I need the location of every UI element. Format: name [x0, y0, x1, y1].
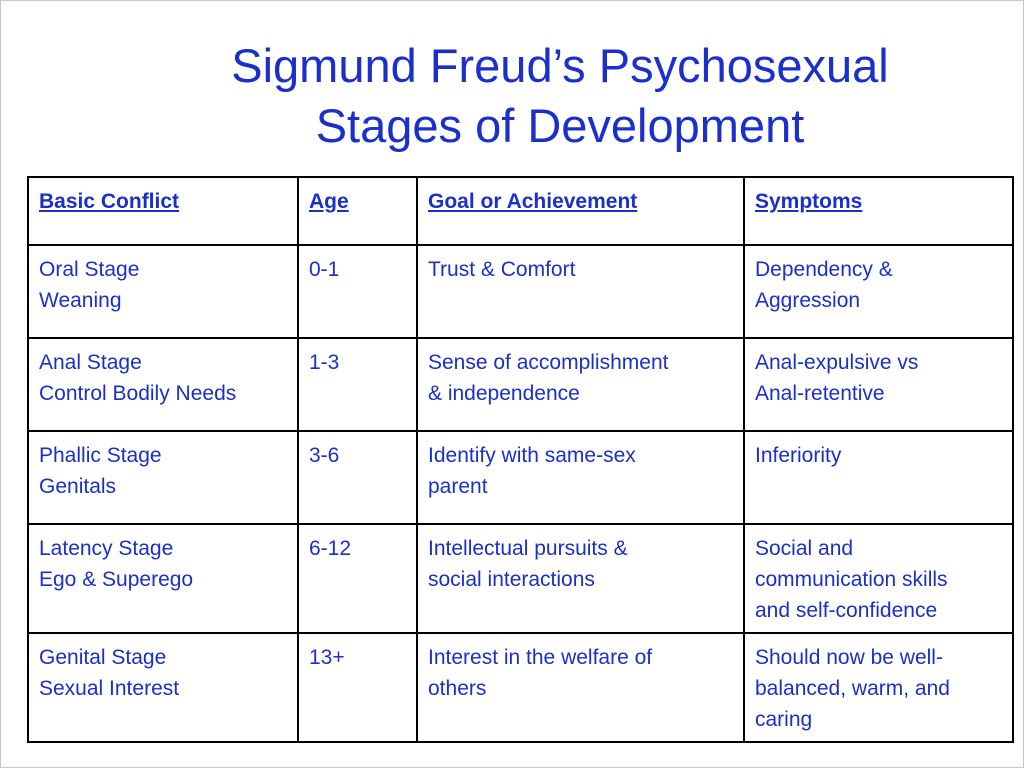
page-title: Sigmund Freud’s Psychosexual Stages of D…	[140, 36, 980, 156]
title-line-2: Stages of Development	[315, 99, 805, 152]
cell-symptoms-line: balanced, warm, and	[755, 677, 950, 700]
cell-symptoms: Should now be well-balanced, warm, and ca…	[743, 632, 1014, 743]
cell-goal-line: Identify with same-sex	[428, 444, 636, 467]
cell-age: 0-1	[297, 244, 418, 339]
table-header-row: Basic Conflict Age Goal or Achievement S…	[27, 176, 1014, 246]
cell-goal: Interest in the welfare of others	[416, 632, 745, 743]
cell-age: 13+	[297, 632, 418, 743]
cell-basic-conflict-line: Oral Stage	[39, 258, 140, 281]
cell-goal-line: others	[428, 677, 487, 700]
cell-goal-line: parent	[428, 475, 488, 498]
cell-symptoms-line: Anal-retentive	[755, 382, 885, 405]
header-symptoms: Symptoms	[743, 176, 1014, 246]
cell-basic-conflict-line: Weaning	[39, 289, 122, 312]
cell-basic-conflict-line: Genital Stage	[39, 646, 167, 669]
title-line-1: Sigmund Freud’s Psychosexual	[231, 39, 889, 92]
cell-goal-line: Trust & Comfort	[428, 258, 576, 281]
cell-goal-line: Interest in the welfare of	[428, 646, 653, 669]
cell-basic-conflict-line: Control Bodily Needs	[39, 382, 237, 405]
cell-symptoms: Dependency & Aggression	[743, 244, 1014, 339]
cell-basic-conflict-line: Anal Stage	[39, 351, 142, 374]
cell-goal-line: Intellectual pursuits &	[428, 537, 628, 560]
stages-table: Basic Conflict Age Goal or Achievement S…	[27, 176, 1014, 743]
cell-symptoms-line: Social and	[755, 537, 854, 560]
cell-age: 3-6	[297, 430, 418, 525]
header-goal: Goal or Achievement	[416, 176, 745, 246]
cell-symptoms-line: caring	[755, 708, 813, 731]
cell-basic-conflict-line: Phallic Stage	[39, 444, 162, 467]
cell-goal: Sense of accomplishment & independence	[416, 337, 745, 432]
cell-goal: Intellectual pursuits & social interactio…	[416, 523, 745, 634]
cell-basic-conflict-line: Sexual Interest	[39, 677, 180, 700]
header-age: Age	[297, 176, 418, 246]
cell-basic-conflict-line: Ego & Superego	[39, 568, 194, 591]
cell-symptoms-line: Anal-expulsive vs	[755, 351, 919, 374]
cell-symptoms-line: Should now be well-	[755, 646, 943, 669]
cell-symptoms-line: Aggression	[755, 289, 861, 312]
cell-symptoms-line: communication skills	[755, 568, 948, 591]
cell-goal-line: social interactions	[428, 568, 595, 591]
cell-symptoms: Inferiority	[743, 430, 1014, 525]
cell-goal: Trust & Comfort	[416, 244, 745, 339]
cell-goal: Identify with same-sex parent	[416, 430, 745, 525]
cell-basic-conflict-line: Latency Stage	[39, 537, 174, 560]
header-basic-conflict: Basic Conflict	[27, 176, 299, 246]
cell-symptoms: Social and communication skills and self-c…	[743, 523, 1014, 634]
cell-symptoms: Anal-expulsive vs Anal-retentive	[743, 337, 1014, 432]
cell-goal-line: Sense of accomplishment	[428, 351, 669, 374]
cell-goal-line: & independence	[428, 382, 580, 405]
cell-age: 1-3	[297, 337, 418, 432]
cell-basic-conflict-line: Genitals	[39, 475, 117, 498]
cell-symptoms-line: Inferiority	[755, 444, 842, 467]
cell-symptoms-line: and self-confidence	[755, 599, 938, 622]
cell-age: 6-12	[297, 523, 418, 634]
cell-symptoms-line: Dependency &	[755, 258, 893, 281]
